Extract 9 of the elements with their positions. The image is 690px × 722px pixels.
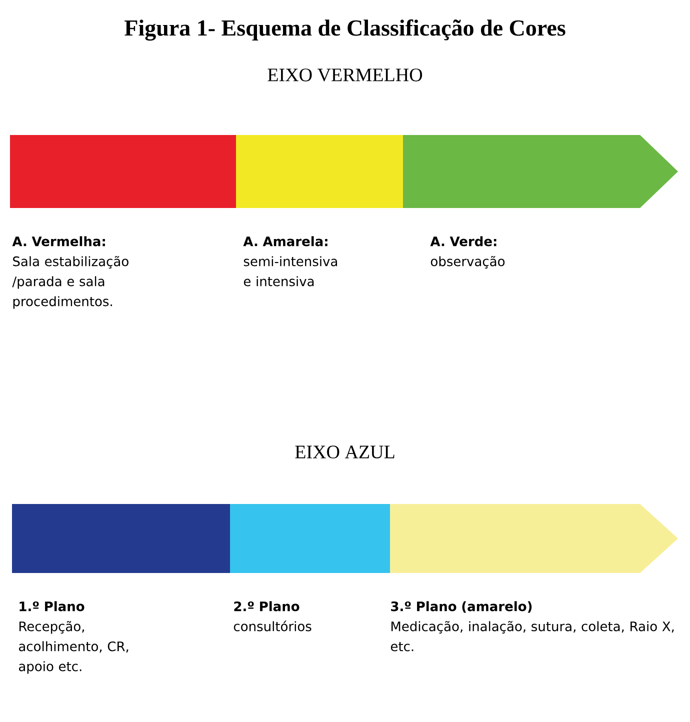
band-caption: A. Amarela: semi-intensiva e intensiva xyxy=(243,236,337,286)
band-caption: A. Vermelha: Sala estabilização /parada e sala procedimentos. xyxy=(12,236,128,309)
axis-heading: EIXO AZUL xyxy=(295,446,394,458)
band-caption: A. Verde: observação xyxy=(430,236,505,269)
band-caption: 2.º Plano consultórios xyxy=(234,601,312,632)
axis-heading: EIXO VERMELHO xyxy=(268,68,422,82)
band-caption: 3.º Plano (amarelo) Medicação, inalação, sutura, coleta, Raio X, etc. xyxy=(390,601,674,652)
band-caption: 1.º Plano Recepção, acolhimento, CR, apoio etc. xyxy=(18,601,128,674)
figure-title: Figura 1- Esquema de Classificação de Cores xyxy=(124,19,566,41)
